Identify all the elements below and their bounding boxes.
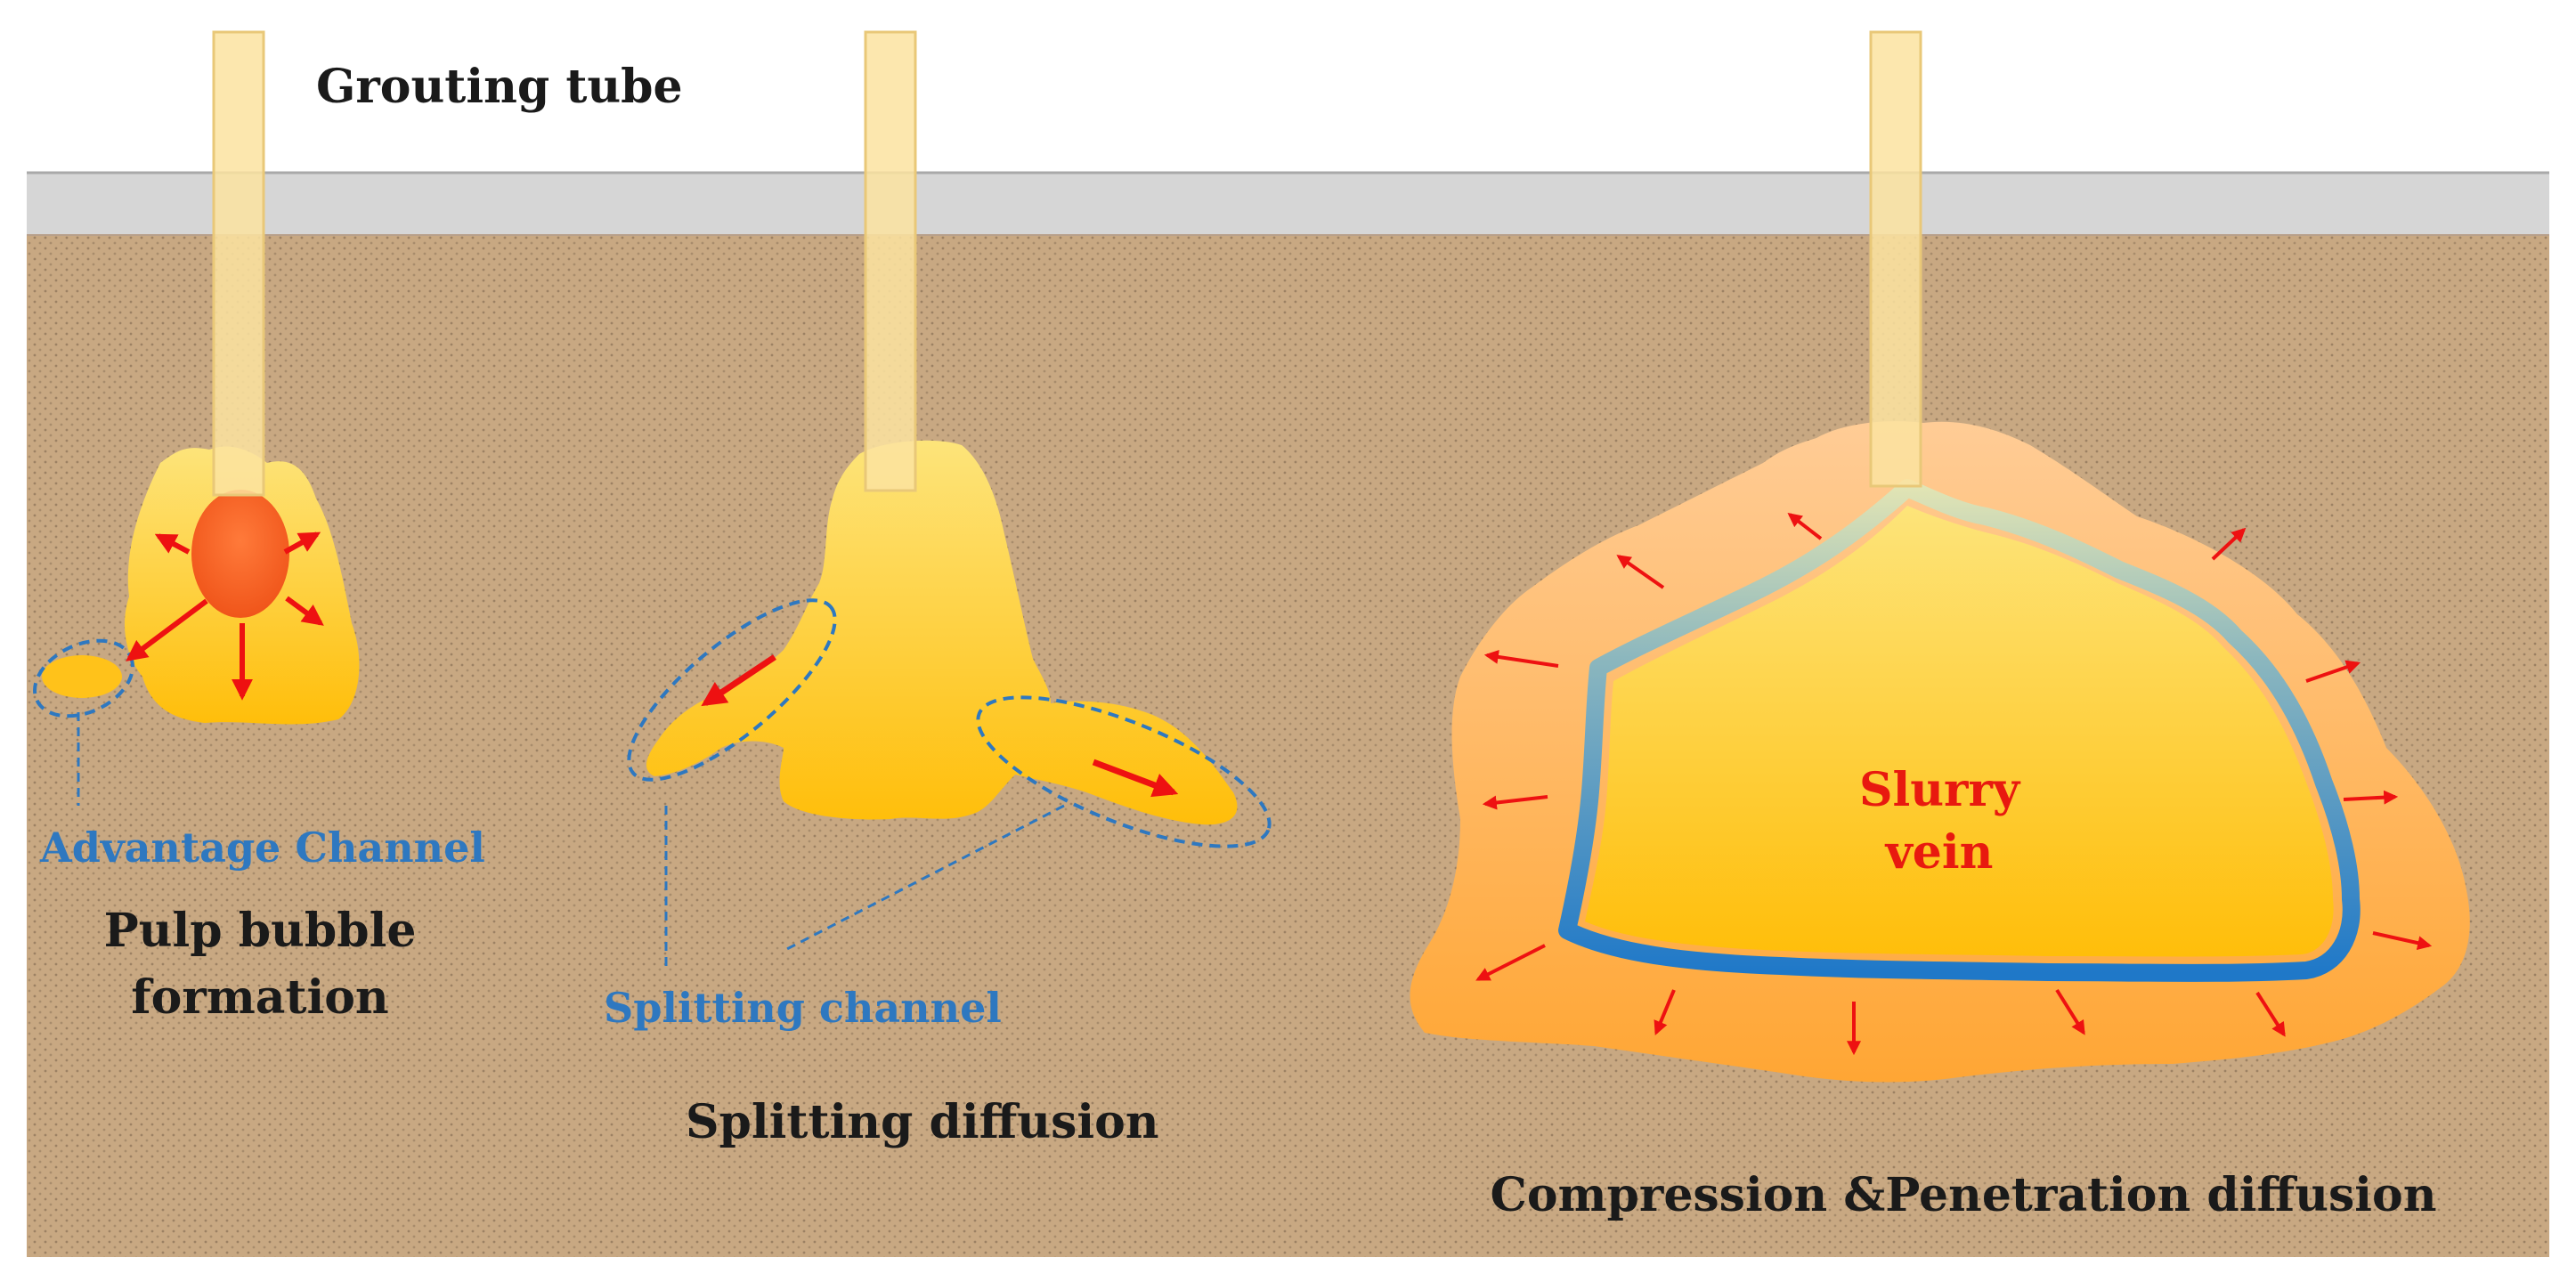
arrow <box>283 531 321 555</box>
slurry-vein-label-line1: Slurry <box>1859 763 2021 817</box>
pulp-bubble-label-line1: Pulp bubble <box>104 904 417 958</box>
arrows-stage-1 <box>126 531 324 701</box>
arrow <box>2255 991 2286 1037</box>
stage-splitting <box>627 440 1272 966</box>
split-channel-outline-right <box>976 695 1272 848</box>
grouting-tube-3 <box>1869 30 1922 488</box>
arrow <box>1475 944 1546 981</box>
ground-surface <box>27 173 2549 235</box>
grouting-tubes <box>212 30 1922 497</box>
arrow <box>1482 795 1548 810</box>
arrows-stage-3 <box>1475 513 2433 1056</box>
arrow <box>1654 989 1676 1035</box>
pulp-bubble <box>191 490 289 618</box>
arrow <box>2372 931 2433 951</box>
arrow <box>701 654 776 707</box>
slurry-vein-border <box>1558 479 2361 982</box>
advantage-channel-label: Advantage Channel <box>39 824 485 872</box>
split-channel-leader-right <box>783 804 1065 953</box>
arrows-stage-2 <box>701 654 1179 798</box>
arrow <box>154 533 191 555</box>
stage-compression <box>1410 421 2470 1083</box>
arrow <box>126 598 208 661</box>
grouting-tube-label: Grouting tube <box>316 60 683 114</box>
slurry-vein-core <box>1585 506 2334 957</box>
compression-diffusion-label: Compression &Penetration diffusion <box>1490 1168 2436 1222</box>
arrow <box>2305 660 2361 683</box>
arrow <box>1787 513 1823 540</box>
advantage-channel-blob <box>42 655 122 698</box>
pulp-bubble-label-line2: formation <box>131 970 388 1025</box>
arrow <box>1616 555 1665 589</box>
split-channel-outline-left <box>627 598 837 782</box>
slurry-vein-label-line2: vein <box>1885 825 1994 880</box>
arrow <box>2055 988 2085 1035</box>
arrow <box>2211 527 2247 561</box>
arrow <box>1092 759 1179 798</box>
arrow <box>285 596 324 626</box>
arrow <box>2343 790 2399 805</box>
splitting-channel-label: Splitting channel <box>604 984 1002 1032</box>
stage-pulp-bubble <box>33 446 360 806</box>
splitting-diffusion-label: Splitting diffusion <box>686 1095 1159 1149</box>
split-slurry-zone <box>646 440 1238 825</box>
grouting-tube-1 <box>212 30 265 497</box>
grouting-tube-2 <box>864 30 917 492</box>
arrow <box>1483 649 1559 668</box>
